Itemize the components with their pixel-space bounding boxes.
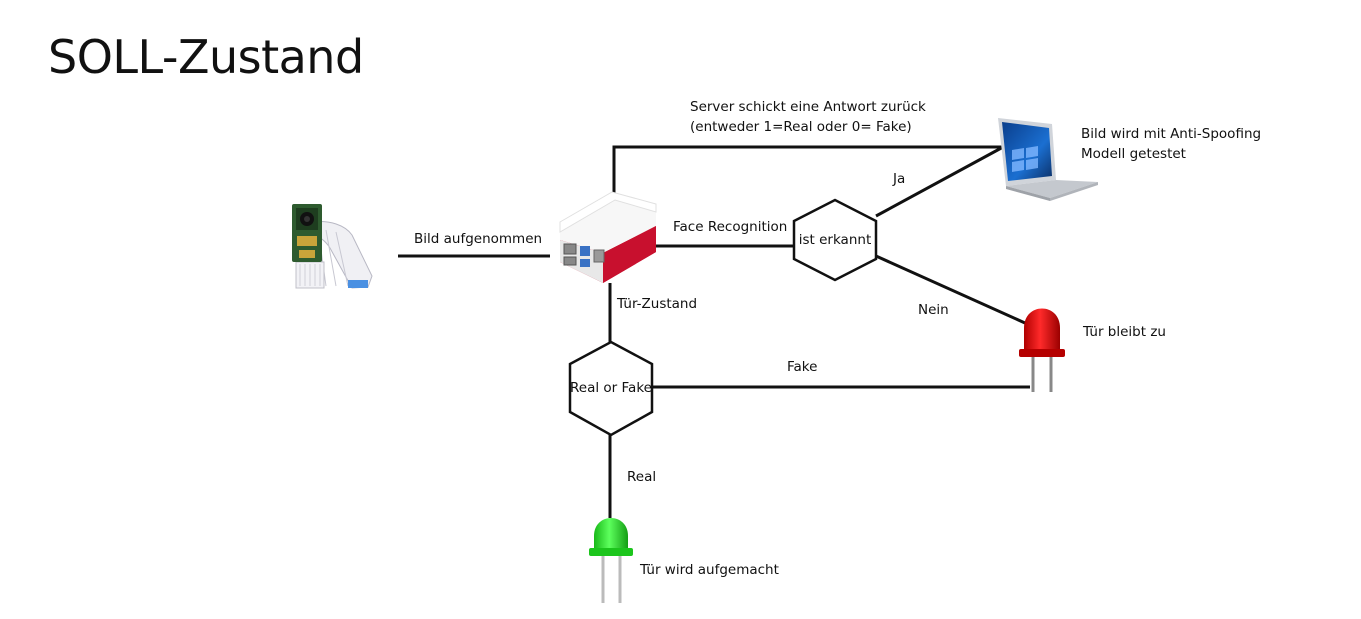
label-tuer-wird-aufgemacht: Tür wird aufgemacht (639, 562, 779, 578)
label-laptop-2: Modell getestet (1081, 146, 1186, 162)
edge-pi-server-response (612, 145, 1003, 198)
label-nein: Nein (918, 302, 949, 318)
label-server-response-1: Server schickt eine Antwort zurück (690, 99, 926, 115)
label-face-recognition: Face Recognition (673, 219, 787, 235)
edge-nein (875, 254, 1026, 325)
decision-ist-erkannt-label: ist erkannt (799, 232, 871, 248)
label-tuer-bleibt-zu: Tür bleibt zu (1082, 324, 1166, 340)
label-server-response-2: (entweder 1=Real oder 0= Fake) (690, 119, 912, 135)
decision-ist-erkannt: ist erkannt (792, 198, 878, 282)
page-title: SOLL-Zustand (48, 30, 364, 84)
decision-real-or-fake: Real or Fake (568, 340, 654, 437)
camera-module-icon (292, 204, 373, 289)
laptop-icon (998, 118, 1098, 201)
label-real: Real (627, 469, 656, 485)
label-bild-aufgenommen: Bild aufgenommen (414, 231, 542, 247)
edge-ja (875, 144, 1006, 218)
label-laptop-1: Bild wird mit Anti-Spoofing (1081, 126, 1261, 142)
label-tuer-zustand: Tür-Zustand (616, 296, 697, 312)
label-fake: Fake (787, 359, 817, 375)
decision-real-or-fake-label: Real or Fake (570, 380, 652, 396)
red-led-icon (1019, 308, 1065, 392)
green-led-icon (589, 518, 633, 603)
raspberry-pi-icon (559, 191, 657, 283)
label-ja: Ja (892, 171, 905, 187)
